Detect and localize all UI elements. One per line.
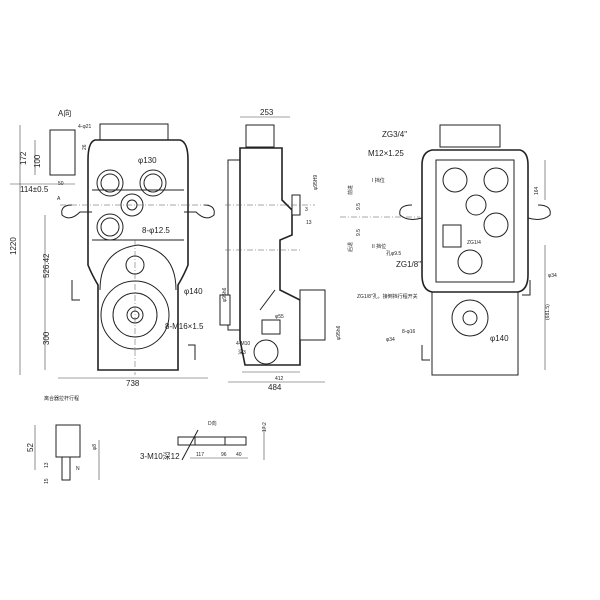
dim-label: φ95h6	[222, 287, 228, 302]
dim-label: 8-φ16	[402, 329, 415, 335]
dim-label: ZG1/8"	[396, 260, 421, 269]
dim-label: 9.5	[356, 229, 362, 236]
rear-view: ZG3/4" M12×1.25 164 φ34 (681.5) ZG1/4 孔φ…	[340, 124, 557, 376]
dim-label: ZG1/4	[467, 240, 481, 246]
dim-label: 96	[221, 452, 227, 458]
lifting-hook-left	[61, 204, 92, 219]
dim-label: 114±0.5	[20, 185, 49, 194]
dim-label: φ8	[92, 444, 98, 450]
bearing-bore	[139, 169, 167, 197]
dim-label: II 挡位	[372, 243, 386, 250]
dim-label: 1220	[9, 237, 18, 255]
detail-mount-plate: D向 3-M10深12 117 96 40 17.2	[140, 420, 268, 461]
dim-label: 164	[534, 186, 540, 195]
dim-label: φ95H9	[313, 175, 319, 190]
top-cover	[99, 123, 169, 141]
dim-label: N	[76, 466, 80, 472]
dim-label: 484	[268, 383, 282, 392]
dim-label: 孔φ9.5	[386, 250, 401, 257]
top-cover	[245, 124, 275, 148]
dim-label: 17.2	[262, 422, 268, 432]
view-label: D向	[208, 420, 217, 427]
view-label: A向	[58, 108, 71, 118]
side-view: 253 φ95H9 3 13 φ95h6 φ55 4-M10 深3 412 48…	[219, 108, 342, 392]
front-view: A向 4-φ21 172 100 26 50 114±0.5 A φ130 8-…	[9, 108, 215, 388]
dim-label: 253	[260, 108, 274, 117]
dim-label: 后退	[347, 242, 354, 252]
dim-label: φ34	[548, 273, 557, 279]
dim-label: 526.42	[42, 253, 51, 278]
dim-label: 4-φ21	[78, 124, 91, 130]
detail-title: 离合器拉杆行程	[44, 395, 79, 402]
lifting-hook-right	[184, 204, 215, 219]
dim-label: 300	[42, 331, 51, 345]
dim-label: 3	[305, 207, 308, 213]
dim-label: 412	[275, 376, 284, 382]
bearing-bore	[96, 213, 124, 241]
side-flange	[299, 289, 326, 341]
dim-label: ZG3/4"	[382, 130, 407, 139]
dim-label: 13	[306, 220, 312, 226]
dim-label: A	[57, 196, 61, 202]
side-housing	[239, 147, 301, 366]
dim-label: ZG1/8"孔，接倒挡行程开关	[357, 293, 418, 300]
dim-label: 8-M16×1.5	[165, 322, 204, 331]
dim-label: 172	[19, 151, 28, 165]
dim-label: 52	[26, 443, 35, 452]
bracket-detail	[49, 129, 76, 176]
bearing-bore	[96, 169, 124, 197]
dim-label: 8-φ12.5	[142, 226, 170, 235]
dim-label: 3-M10深12	[140, 452, 180, 461]
dim-label: φ130	[138, 156, 157, 165]
dim-label: 4-M10	[236, 341, 250, 347]
dim-label: 738	[126, 379, 140, 388]
dim-label: φ55	[275, 314, 284, 320]
dim-label: 13	[44, 462, 50, 468]
housing-outline	[87, 139, 189, 371]
dim-label: 15	[44, 478, 50, 484]
dim-label: 50	[58, 181, 64, 187]
dim-label: φ34	[386, 337, 395, 343]
dim-label: φ140	[184, 287, 203, 296]
dim-label: 前进	[347, 185, 354, 195]
dim-label: 40	[236, 452, 242, 458]
dim-label: I 挡位	[372, 177, 385, 184]
lower-case	[99, 244, 177, 291]
top-cover	[439, 124, 501, 148]
dim-label: 117	[196, 452, 204, 458]
dim-label: M12×1.25	[368, 149, 404, 158]
pipes	[71, 280, 196, 360]
dim-label: 深3	[238, 349, 246, 356]
output-flange	[451, 299, 489, 337]
dim-label: φ140	[490, 334, 509, 343]
dim-label: 100	[33, 154, 42, 168]
dim-label: φ95h6	[336, 325, 342, 340]
rear-housing	[421, 149, 529, 293]
dim-label: 9.5	[356, 203, 362, 210]
dim-label: 26	[82, 144, 88, 150]
detail-clutch-rod: 离合器拉杆行程 52 13 15 φ8 N	[26, 395, 100, 484]
valve-block	[442, 224, 462, 248]
dim-label: (681.5)	[545, 304, 551, 320]
